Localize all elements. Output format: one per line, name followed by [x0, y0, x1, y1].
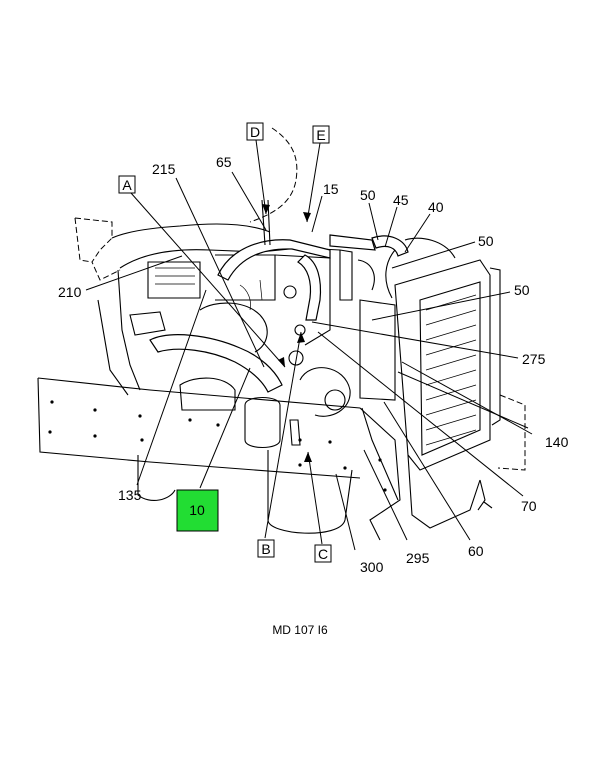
- callout-135[interactable]: 135: [118, 487, 142, 503]
- callout-210[interactable]: 210: [58, 284, 82, 300]
- callout-50-a[interactable]: 50: [360, 187, 376, 203]
- callout-140[interactable]: 140: [545, 434, 569, 450]
- callout-50-b[interactable]: 50: [478, 233, 494, 249]
- callout-295[interactable]: 295: [406, 550, 430, 566]
- svg-text:C: C: [318, 546, 328, 562]
- callout-letter-e[interactable]: E: [312, 125, 330, 144]
- callout-letter-b[interactable]: B: [257, 539, 275, 558]
- callout-10-highlighted[interactable]: 10: [176, 489, 219, 532]
- svg-text:10: 10: [189, 502, 205, 518]
- callout-50-c[interactable]: 50: [514, 282, 530, 298]
- svg-text:A: A: [122, 177, 132, 193]
- callout-15[interactable]: 15: [323, 181, 339, 197]
- engine-illustration: [37, 127, 526, 541]
- callout-65[interactable]: 65: [216, 154, 232, 170]
- callout-70[interactable]: 70: [521, 498, 537, 514]
- figure-caption: MD 107 I6: [272, 623, 328, 637]
- callout-letter-d[interactable]: D: [246, 122, 264, 141]
- svg-text:E: E: [316, 127, 325, 143]
- callout-215[interactable]: 215: [152, 161, 176, 177]
- callout-300[interactable]: 300: [360, 559, 384, 575]
- callout-letter-a[interactable]: A: [118, 175, 136, 194]
- leader-lines: [85, 139, 533, 551]
- letter-callouts: A D E B C: [118, 122, 332, 563]
- callout-60[interactable]: 60: [468, 543, 484, 559]
- callout-40[interactable]: 40: [428, 199, 444, 215]
- callout-275[interactable]: 275: [522, 351, 546, 367]
- numeric-callouts: 215 65 15 50 45 40 50 210 50 275 140 135…: [58, 154, 569, 575]
- callout-letter-c[interactable]: C: [314, 544, 332, 563]
- svg-text:D: D: [250, 124, 260, 140]
- svg-text:B: B: [261, 541, 270, 557]
- callout-45[interactable]: 45: [393, 192, 409, 208]
- highlight-box: [176, 489, 219, 532]
